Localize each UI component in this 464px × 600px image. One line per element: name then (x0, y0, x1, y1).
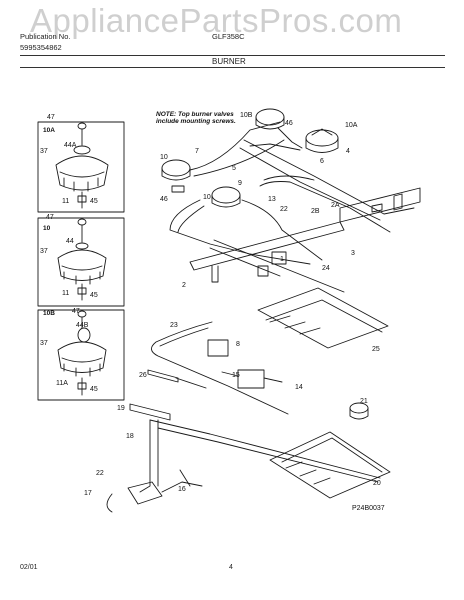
callout-10a: 10A (345, 122, 358, 129)
callout-19: 19 (117, 405, 125, 412)
inset-10-part-37: 37 (40, 248, 48, 255)
callout-46-left: 46 (160, 196, 168, 203)
inset-10a-part-37: 37 (40, 148, 48, 155)
callout-13: 13 (268, 196, 276, 203)
callout-26: 26 (139, 372, 147, 379)
callout-22-top: 22 (280, 206, 288, 213)
inset-label-10: 10 (43, 225, 51, 232)
note-line-2: include mounting screws. (156, 118, 236, 125)
inset-frame-10a (37, 121, 125, 213)
footer-date: 02/01 (20, 564, 38, 571)
inset-10-part-44: 44 (66, 238, 74, 245)
callout-2a: 2A (331, 202, 340, 209)
bracket-3 (339, 187, 421, 223)
callout-25: 25 (372, 346, 380, 353)
valve-10-center (211, 186, 241, 208)
inset-10b-part-47: 47 (72, 308, 80, 315)
valve-10a-drawing (55, 122, 109, 209)
cap-21 (349, 402, 369, 420)
inset-10a-part-45: 45 (90, 198, 98, 205)
tube-23 (151, 321, 289, 415)
manifold (189, 221, 345, 283)
callout-9: 9 (238, 180, 242, 187)
callout-16: 16 (178, 486, 186, 493)
inset-label-10a: 10A (43, 127, 55, 134)
callout-5: 5 (232, 165, 236, 172)
callout-21: 21 (360, 398, 368, 405)
callout-17: 17 (84, 490, 92, 497)
section-title: BURNER (212, 57, 246, 66)
callout-2b: 2B (311, 208, 320, 215)
publication-label: Publication No. (20, 32, 71, 41)
regulator-14 (221, 369, 283, 389)
inset-10a-part-11: 11 (62, 198, 70, 205)
note-line-1: NOTE: Top burner valves (156, 111, 234, 118)
callout-20: 20 (373, 480, 381, 487)
callout-8: 8 (236, 341, 240, 348)
watermark: AppliancePartsPros.com (30, 2, 403, 39)
part-8 (207, 339, 229, 357)
inset-10a-part-47: 47 (47, 114, 55, 121)
valve-10b-drawing (57, 310, 107, 396)
callout-4: 4 (346, 148, 350, 155)
valve-10-drawing (57, 218, 107, 301)
part-19 (129, 403, 171, 421)
inset-10-part-45: 45 (90, 292, 98, 299)
callout-3: 3 (351, 250, 355, 257)
callout-22-bottom: 22 (96, 470, 104, 477)
inset-10b-part-44b: 44B (76, 322, 89, 329)
valve-10a-top (249, 128, 339, 153)
model-number: GLF358C (212, 32, 245, 41)
part-26 (147, 369, 207, 389)
spreader-plate-20 (269, 431, 391, 499)
inset-label-10b: 10B (43, 310, 55, 317)
figure-code: P24B0037 (352, 505, 385, 512)
spreader-plate-25 (257, 287, 389, 349)
inset-10-part-47: 47 (46, 214, 54, 221)
inset-frame-10b (37, 309, 125, 401)
callout-1: 1 (280, 256, 284, 263)
title-rule (20, 67, 445, 68)
callout-14: 14 (295, 384, 303, 391)
callout-7: 7 (195, 148, 199, 155)
inset-frame-10 (37, 217, 125, 307)
callout-2: 2 (182, 282, 186, 289)
footer-page-number: 4 (229, 564, 233, 571)
valve-10b-top (255, 108, 303, 149)
inset-10b-part-45: 45 (90, 386, 98, 393)
tube-18 (139, 419, 381, 493)
callout-23: 23 (170, 322, 178, 329)
publication-number: 5995354862 (20, 43, 62, 52)
callout-10-left: 10 (160, 154, 168, 161)
callout-10b: 10B (240, 112, 253, 119)
callout-10-center: 10 (203, 194, 211, 201)
inset-10b-part-11a: 11A (56, 380, 68, 387)
callout-24: 24 (322, 265, 330, 272)
header-rule (20, 55, 445, 56)
inset-10b-part-37: 37 (40, 340, 48, 347)
callout-46-top: 46 (285, 120, 293, 127)
inset-10-part-11: 11 (62, 290, 70, 297)
inset-10a-part-44a: 44A (64, 142, 77, 149)
part-17 (106, 469, 203, 513)
callout-15: 15 (232, 372, 240, 379)
callout-6: 6 (320, 158, 324, 165)
callout-18: 18 (126, 433, 134, 440)
valve-10-left (161, 159, 191, 193)
